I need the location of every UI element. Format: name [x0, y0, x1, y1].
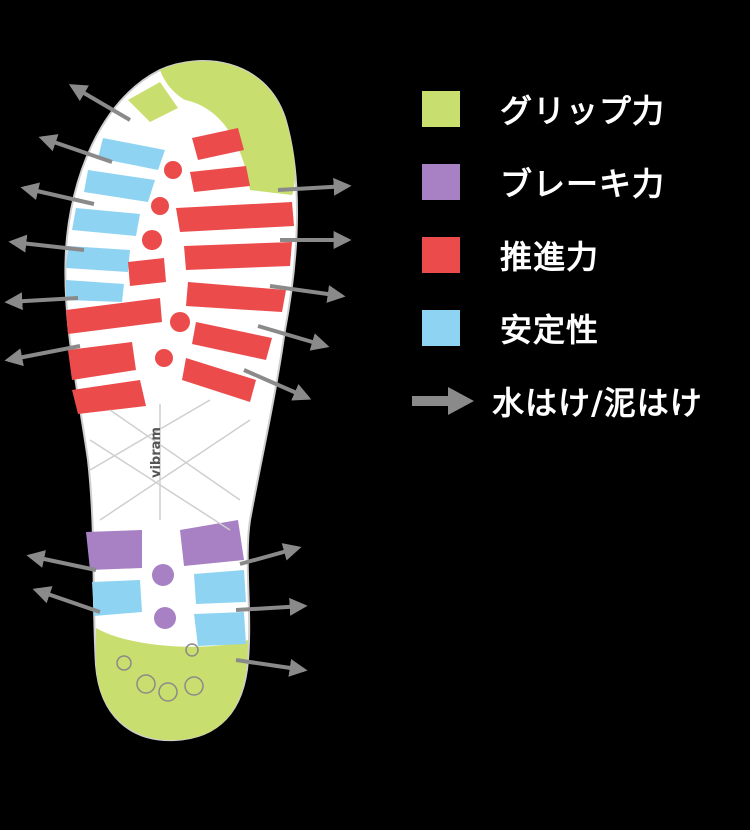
arrow-right-icon [412, 386, 474, 415]
propulsion-stud [164, 161, 182, 179]
propulsion-lug [186, 282, 286, 312]
brake-stud [154, 607, 176, 629]
stability-lug [194, 570, 246, 604]
propulsion-stud [151, 197, 169, 215]
midfoot-lattice [89, 399, 251, 531]
legend: グリップ力 ブレーキ力 推進力 安定性 水はけ/泥はけ [412, 72, 742, 437]
propulsion-lug [72, 380, 146, 414]
drainage-arrow [4, 344, 81, 367]
drainage-arrow [239, 543, 302, 566]
brake-lug [86, 530, 142, 570]
legend-item-drainage: 水はけ/泥はけ [412, 364, 742, 437]
drainage-arrow [8, 234, 85, 253]
legend-label: グリップ力 [500, 91, 666, 130]
heel-lug-circle [136, 674, 156, 694]
drainage-arrow [68, 84, 132, 122]
propulsion-lug [68, 342, 136, 380]
drainage-arrow [26, 550, 97, 572]
propulsion-stud [155, 349, 173, 367]
stability-lug [66, 246, 130, 272]
heel-lug-circle [184, 676, 204, 696]
propulsion-lug [176, 202, 294, 232]
legend-label: 水はけ/泥はけ [492, 383, 703, 422]
propulsion-stud [170, 312, 190, 332]
grip-swatch [422, 90, 460, 127]
propulsion-swatch [422, 236, 460, 273]
propulsion-lug [190, 166, 250, 192]
propulsion-lug [182, 358, 256, 402]
stability-lug [66, 280, 124, 302]
drainage-arrow [235, 597, 308, 616]
heel-lug-circle [158, 682, 178, 702]
legend-label: 安定性 [500, 310, 600, 349]
grip-zone-toe-small [128, 82, 178, 122]
stability-lug [84, 170, 155, 202]
legend-item-brake: ブレーキ力 [412, 145, 742, 218]
heel-lug-circle [116, 655, 132, 671]
propulsion-lug [192, 322, 272, 360]
heel-lug-circle [185, 643, 199, 657]
propulsion-lug [184, 242, 292, 270]
grip-zone-toe [160, 61, 296, 195]
drainage-arrow [235, 658, 308, 677]
propulsion-lug [66, 298, 162, 334]
drainage-arrow [32, 586, 101, 614]
propulsion-lug [128, 258, 166, 286]
propulsion-stud [142, 230, 162, 250]
stability-swatch [422, 309, 460, 346]
drainage-arrow [4, 292, 79, 311]
stability-lug [98, 138, 165, 170]
drainage-arrow [277, 177, 352, 196]
legend-label: ブレーキ力 [500, 164, 666, 203]
stability-lug [92, 580, 142, 616]
drainage-arrow [257, 324, 330, 351]
legend-item-grip: グリップ力 [412, 72, 742, 145]
brake-lug [180, 520, 244, 566]
drainage-arrow [20, 182, 95, 206]
stability-lug [194, 612, 246, 646]
legend-item-stability: 安定性 [412, 291, 742, 364]
brake-stud [152, 564, 174, 586]
vibram-logo: vibram [149, 427, 164, 478]
legend-label: 推進力 [500, 237, 600, 276]
drainage-arrow [269, 284, 346, 303]
brake-swatch [422, 163, 460, 200]
drainage-arrow [243, 368, 312, 401]
stability-lug [72, 208, 140, 236]
legend-item-propulsion: 推進力 [412, 218, 742, 291]
drainage-arrow [38, 134, 113, 164]
propulsion-lug [192, 128, 244, 160]
